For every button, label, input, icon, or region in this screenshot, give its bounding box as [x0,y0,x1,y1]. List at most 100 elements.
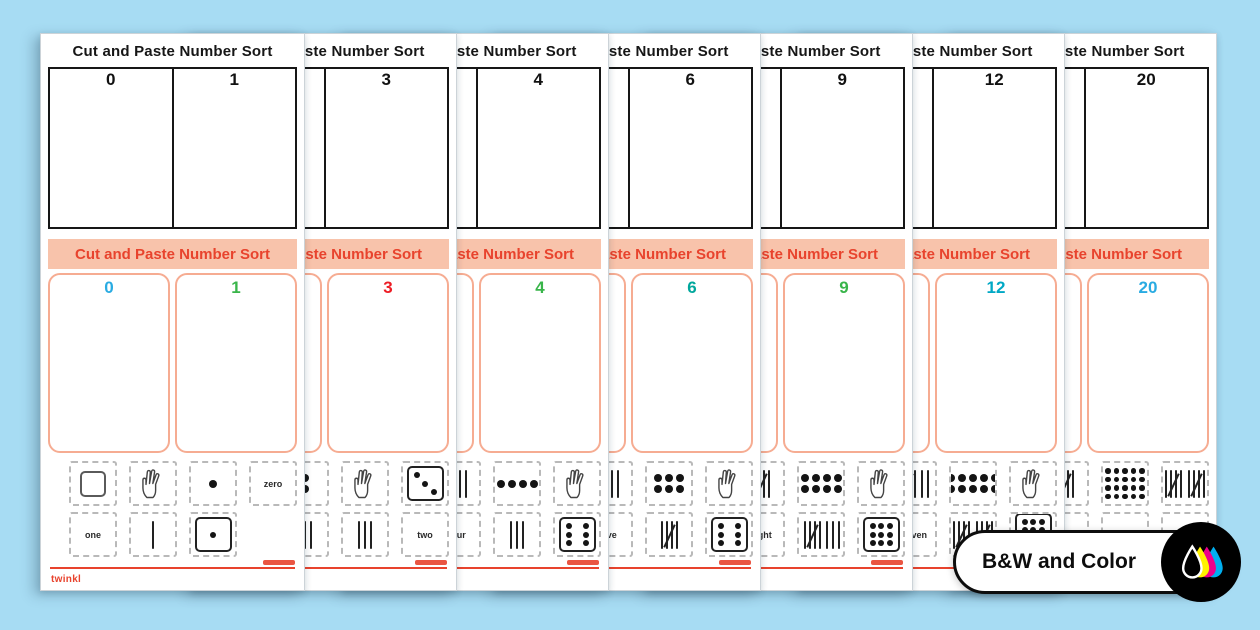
color-number: 20 [1138,278,1158,297]
dot [1139,493,1145,499]
footer-line [202,560,447,569]
bw-column: 4 [475,69,600,227]
tally-bar [953,520,955,549]
color-number: 9 [839,278,849,297]
tally-card [493,512,541,557]
tally-bar [459,469,461,498]
dot-group [1105,468,1145,499]
bw-color-badge: B&W and Color [953,522,1241,602]
tally-bar [831,520,834,549]
color-number: 0 [104,278,114,297]
tally-bar [611,469,613,498]
word-card: two [401,512,449,557]
dice-dot [734,531,741,538]
hand-icon [351,467,379,500]
dot [1113,468,1120,474]
color-number: 3 [383,278,393,297]
dice-cell [574,540,580,546]
dot-group [654,474,684,493]
dot [676,474,684,482]
tally-bar [1193,469,1195,498]
dice-card [857,512,905,557]
dot [1122,476,1128,482]
dot [1113,493,1120,499]
tally-bar [825,520,828,549]
dice-dot [886,531,893,538]
dot [1139,476,1145,482]
hand-card [857,461,905,506]
dice-card [553,512,601,557]
dot [518,479,527,488]
dot [800,485,809,493]
dice-dot [734,540,741,546]
bw-column: 9 [779,69,904,227]
tally-card [797,512,845,557]
tally-bar [813,520,816,549]
bw-column: 3 [323,69,448,227]
color-column: 1 [175,273,297,453]
dice-dot [717,523,724,529]
dot [1122,485,1128,491]
dice-cell [202,540,208,546]
dice-dot [886,540,893,546]
word-card: zero [249,461,297,506]
bw-column: 1 [171,69,296,227]
bw-number: 1 [229,70,239,89]
dice-dot [878,531,884,538]
worksheet-page: Cut and Paste Number Sort 0 1 Cut and Pa… [40,33,305,591]
dot [1113,476,1120,482]
number-word: eight [750,529,772,540]
number-word: zero [263,478,283,489]
tally-marks [660,520,679,549]
tally-cross [805,523,819,548]
tally-cross [662,523,676,548]
bw-column: 20 [1083,69,1208,227]
dot [654,485,662,493]
dots-card [797,461,845,506]
dot [1105,476,1111,482]
dot [654,474,662,482]
footer-line [658,560,903,569]
tally-group [803,520,822,549]
dice-card [705,512,753,557]
hand-card [341,461,389,506]
tally-card [645,512,693,557]
dot [811,485,820,493]
footer-line [506,560,751,569]
twinkl-logo: twinkl [51,574,82,585]
dot [1139,485,1145,491]
dice-dot [582,531,589,538]
dice-cell [574,523,580,529]
bw-column: 6 [627,69,752,227]
hand-icon [1019,467,1047,500]
dice-card [189,512,237,557]
dice-dot [1021,518,1028,525]
dots-card [645,461,693,506]
tally-bar [370,520,372,549]
tally-bar [675,520,678,549]
tally-bar [1071,469,1074,498]
dice-dot [565,540,572,546]
color-number: 12 [986,278,1006,297]
color-column: 9 [783,273,905,453]
bw-number: 3 [381,70,391,89]
dot [991,474,995,482]
dice-face [862,517,900,552]
tally-bar [926,469,929,498]
color-column: 0 [48,273,170,453]
word-card: one [69,512,117,557]
dot [1130,476,1137,482]
dots-card [949,461,997,506]
dot [800,474,809,482]
bw-column: 12 [931,69,1056,227]
tally-bar [837,520,840,549]
dice-cell [726,540,732,546]
dice-dot [1038,518,1045,525]
footer-mark [871,560,903,565]
footer-mark [719,560,751,565]
tally-group [660,520,679,549]
tally-bar [1203,469,1205,498]
tally-bar [1165,469,1167,498]
tally-card [129,512,177,557]
